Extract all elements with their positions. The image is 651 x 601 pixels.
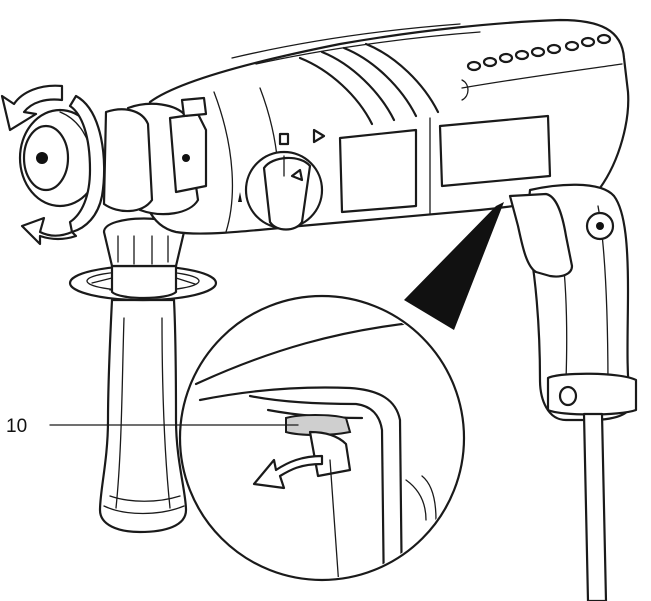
rear-handle — [508, 183, 638, 601]
tool-chuck — [18, 96, 208, 216]
callout-10: 10 — [6, 416, 299, 437]
rotation-arrow-icon — [0, 84, 106, 246]
slide-arrow-icon — [252, 454, 324, 490]
detail-inset — [178, 202, 504, 582]
zoom-pointer — [404, 202, 504, 330]
side-handle — [98, 298, 188, 534]
callout-label: 10 — [6, 416, 27, 437]
handle-collar — [68, 264, 218, 302]
mode-selector-dial — [238, 128, 326, 231]
